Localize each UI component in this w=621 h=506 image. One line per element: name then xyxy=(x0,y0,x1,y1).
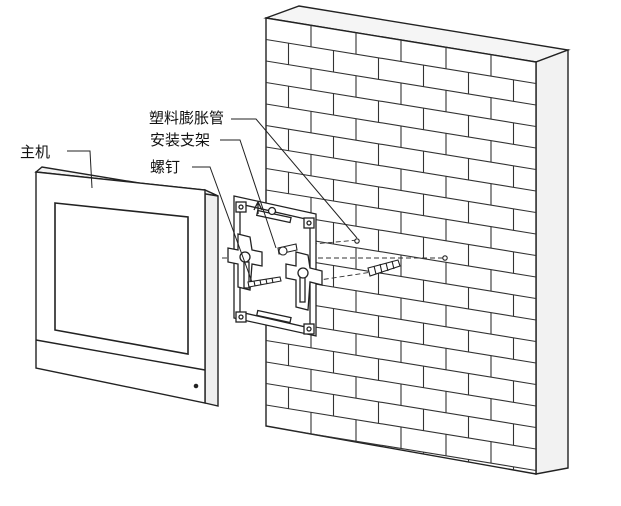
wall-side-face xyxy=(535,48,569,475)
label-expansion-anchor: 塑料膨胀管 xyxy=(149,109,225,127)
leader-lines xyxy=(67,118,358,283)
label-screw: 螺钉 xyxy=(150,158,181,176)
monitor-screen xyxy=(54,202,189,355)
monitor-bezel-line xyxy=(35,339,206,371)
label-host: 主机 xyxy=(20,143,51,161)
brick-wall-icon xyxy=(263,5,571,475)
monitor-led xyxy=(193,383,199,389)
screw-icon xyxy=(247,243,298,288)
expansion-anchor-icon xyxy=(354,238,448,277)
monitor-side xyxy=(204,188,219,407)
indoor-monitor-icon xyxy=(34,166,219,407)
mounting-bracket-icon xyxy=(227,195,323,337)
label-mounting-bracket: 安装支架 xyxy=(150,131,211,149)
brick-mortar-line xyxy=(266,468,536,474)
